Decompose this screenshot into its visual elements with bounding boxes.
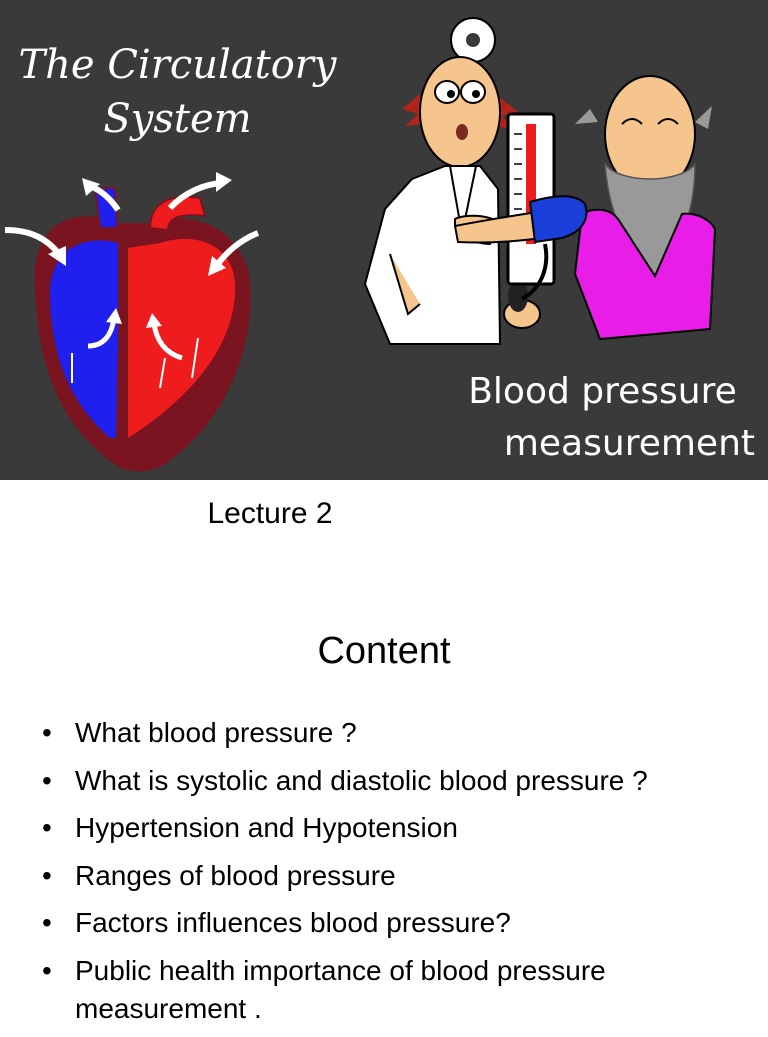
slide-title-line-1: The Circulatory: [18, 42, 337, 88]
heart-diagram-icon: [4, 172, 260, 472]
list-item: • What blood pressure ?: [0, 714, 768, 752]
content-heading: Content: [317, 630, 451, 672]
bullet-text: Hypertension and Hypotension: [75, 812, 458, 843]
slide-title: The Circulatory System: [0, 38, 355, 146]
list-item: • What is systolic and diastolic blood pr…: [0, 762, 768, 800]
slide-title-line-2: System: [103, 96, 252, 142]
bullet-icon: •: [42, 907, 52, 938]
list-item: • Factors influences blood pressure?: [0, 904, 768, 942]
slide-subtitle: Blood pressure measurement: [430, 366, 755, 470]
bullet-text: Ranges of blood pressure: [75, 859, 396, 891]
bullet-text: Public health importance of blood pressu…: [75, 954, 606, 1024]
list-item: • Ranges of blood pressure: [0, 857, 768, 895]
slide-subtitle-line-1: Blood pressure: [468, 371, 737, 412]
bullet-text: What is systolic and diastolic blood pre…: [75, 764, 648, 796]
title-banner: The Circulatory System: [0, 0, 768, 480]
list-item: • Hypertension and Hypotension: [0, 809, 768, 847]
bullet-icon: •: [42, 812, 52, 843]
content-bullet-list: • What blood pressure ? • What is systolic…: [0, 714, 768, 1037]
bullet-icon: •: [42, 859, 52, 891]
bullet-icon: •: [42, 954, 52, 986]
doctor-patient-cartoon-icon: [363, 17, 717, 345]
lecture-label: Lecture 2: [207, 497, 333, 530]
slide-subtitle-line-2: measurement: [503, 423, 755, 464]
bullet-icon: •: [42, 764, 52, 796]
list-item: • Public health importance of blood press…: [0, 952, 768, 1028]
bullet-icon: •: [42, 717, 52, 748]
bullet-text: What blood pressure ?: [75, 717, 357, 748]
bullet-text: Factors influences blood pressure?: [75, 907, 511, 938]
